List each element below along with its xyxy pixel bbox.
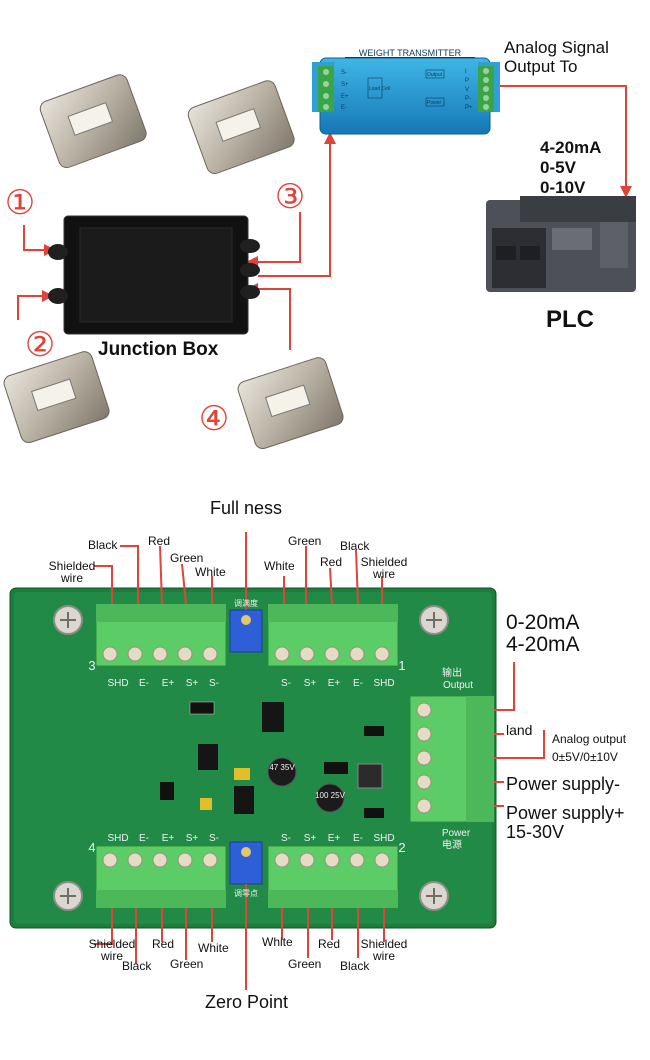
svg-text:E-: E-: [353, 678, 363, 689]
svg-text:S+: S+: [304, 833, 317, 844]
sensor-number-4: ④: [199, 400, 229, 438]
svg-text:4: 4: [88, 840, 95, 855]
wire-label: Green: [288, 534, 322, 548]
pcb-diagram: SHD E- E+ S+ S- S- S+ E+ E- SHD SHD E- E…: [9, 532, 545, 990]
analog-signal-label: Analog Signal Output To: [504, 38, 609, 76]
transmitter-power: Power: [427, 100, 442, 106]
svg-text:E-: E-: [139, 833, 149, 844]
wire-label: White: [195, 565, 226, 579]
svg-text:E+: E+: [328, 833, 341, 844]
load-cell-2: [3, 351, 110, 443]
connection-lines: [17, 85, 627, 350]
power-plus-label: Power supply+ 15-30V: [506, 803, 625, 842]
power-minus-label: Power supply-: [506, 774, 621, 794]
land-label: land: [506, 722, 533, 738]
transmitter-pin: P: [465, 78, 469, 84]
svg-text:S+: S+: [186, 678, 199, 689]
svg-text:SHD: SHD: [107, 678, 128, 689]
transmitter-pin-labels: S- S+ E+ E- Load Cell Output Power I P V…: [341, 69, 473, 111]
transmitter-output: Output: [427, 72, 443, 78]
wire-label: Red: [152, 937, 175, 951]
sensor-number-3: ③: [275, 178, 305, 216]
wiring-diagram-top: WEIGHT TRANSMITTER S- S+ E+ E- Load Cell…: [3, 48, 636, 449]
svg-text:47 35V: 47 35V: [269, 763, 295, 772]
analog-output-label: Analog output 0±5V/0±10V: [552, 732, 627, 764]
wire-label: Shielded wire: [48, 559, 96, 585]
svg-text:调零点: 调零点: [234, 889, 258, 898]
svg-text:SHD: SHD: [373, 833, 394, 844]
svg-text:E+: E+: [162, 833, 175, 844]
wire-label: Shielded wire: [360, 555, 408, 581]
mount-holes: [53, 605, 449, 911]
svg-text:电源: 电源: [442, 838, 462, 851]
zero-point-label: Zero Point: [205, 992, 289, 1012]
svg-text:100 25V: 100 25V: [315, 791, 345, 800]
terminal-block-output: [409, 695, 495, 823]
svg-text:S-: S-: [209, 678, 219, 689]
svg-text:Output: Output: [443, 680, 473, 691]
wire-label: Black: [122, 959, 152, 973]
load-cell-1: [39, 74, 147, 169]
sensor-number-2: ②: [25, 326, 55, 364]
svg-text:E+: E+: [328, 678, 341, 689]
transmitter-pin: V: [465, 87, 469, 93]
transmitter-pin: S-: [341, 70, 347, 76]
wire-label: Shielded wire: [360, 937, 408, 963]
signal-range-list: 4-20mA 0-5V 0-10V: [540, 138, 602, 197]
svg-text:S-: S-: [209, 833, 219, 844]
svg-text:S+: S+: [304, 678, 317, 689]
wire-label: Black: [88, 538, 118, 552]
svg-text:S-: S-: [281, 678, 291, 689]
current-output-label: 0-20mA 4-20mA: [506, 611, 580, 656]
load-cell-3: [187, 80, 295, 175]
sensor-number-1: ①: [5, 184, 35, 222]
junction-box-label: Junction Box: [98, 339, 219, 360]
junction-box: [48, 215, 260, 335]
transmitter-pin: E-: [341, 105, 347, 111]
svg-text:E-: E-: [139, 678, 149, 689]
wire-label: White: [198, 941, 229, 955]
wire-label: White: [264, 559, 295, 573]
wire-label: Red: [320, 555, 343, 569]
wire-label: Red: [148, 534, 171, 548]
wire-label: Black: [340, 959, 370, 973]
pcb-silkscreen: SHD E- E+ S+ S- S- S+ E+ E- SHD SHD E- E…: [88, 598, 473, 898]
svg-text:E-: E-: [353, 833, 363, 844]
wire-label: Black: [340, 539, 370, 553]
svg-text:SHD: SHD: [373, 678, 394, 689]
load-cell-4: [237, 357, 344, 449]
weight-transmitter: WEIGHT TRANSMITTER: [312, 48, 500, 135]
svg-text:E+: E+: [162, 678, 175, 689]
svg-text:SHD: SHD: [107, 833, 128, 844]
transmitter-pin: P-: [465, 96, 471, 102]
board-leader-lines: [94, 532, 545, 990]
svg-text:2: 2: [398, 840, 405, 855]
plc-device: [486, 196, 636, 292]
wire-label: Shielded wire: [88, 937, 136, 963]
transmitter-pin: S+: [341, 82, 349, 88]
svg-text:3: 3: [88, 658, 95, 673]
transmitter-pin: P+: [465, 105, 473, 111]
wire-label: White: [262, 935, 293, 949]
fullness-label: Full ness: [210, 498, 283, 518]
transmitter-pin: E+: [341, 94, 349, 100]
svg-text:S+: S+: [186, 833, 199, 844]
svg-text:S-: S-: [281, 833, 291, 844]
pcb-components: [160, 701, 384, 818]
transmitter-pin: I: [465, 69, 467, 75]
svg-text:输出: 输出: [442, 666, 462, 679]
wire-label: Red: [318, 937, 341, 951]
svg-text:Power: Power: [442, 828, 471, 839]
svg-text:1: 1: [398, 658, 405, 673]
plc-label: PLC: [546, 306, 594, 333]
transmitter-title: WEIGHT TRANSMITTER: [359, 48, 462, 58]
transmitter-load-cell: Load Cell: [369, 86, 390, 92]
wire-label: Green: [288, 957, 322, 971]
svg-text:调满度: 调满度: [234, 598, 258, 608]
wire-label: Green: [170, 551, 204, 565]
wire-label: Green: [170, 957, 204, 971]
